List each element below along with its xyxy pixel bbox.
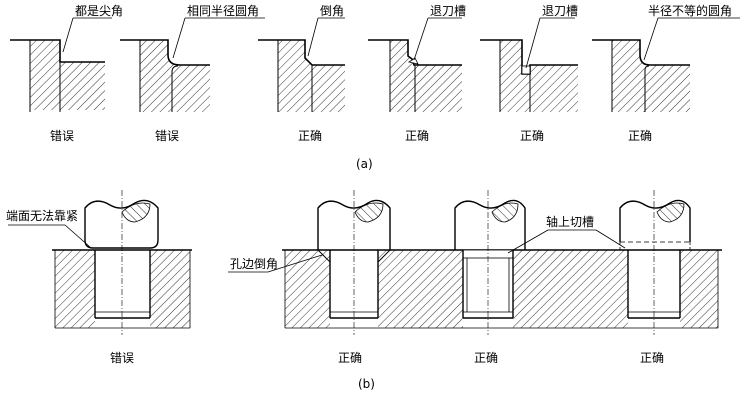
panel-a6: 半径不等的圆角 正确 xyxy=(592,3,740,143)
plate-b xyxy=(282,249,722,329)
panel-a1: 都是尖角 错误 xyxy=(10,4,123,143)
verdict-a1: 错误 xyxy=(50,129,74,143)
caption-b: (b) xyxy=(358,377,375,391)
verdict-b1: 错误 xyxy=(110,351,134,365)
callout-relief-groove-2: 退刀槽 xyxy=(542,4,578,18)
verdict-b3: 正确 xyxy=(474,351,498,365)
callout-hole-chamfer: 孔边倒角 xyxy=(230,257,278,271)
callout-same-radius: 相同半径圆角 xyxy=(187,4,259,18)
panel-a4: 退刀槽 正确 xyxy=(368,4,466,143)
part-b: 端面无法靠紧 错误 孔边倒角 正确 xyxy=(6,190,722,391)
callout-face-not-tight: 端面无法靠紧 xyxy=(6,209,78,223)
panel-a5: 退刀槽 正确 xyxy=(480,4,578,143)
assembly-b2: 孔边倒角 正确 xyxy=(228,190,391,365)
assembly-b1: 端面无法靠紧 错误 xyxy=(6,190,192,365)
assembly-b4: 正确 xyxy=(595,190,691,365)
panel-a3: 倒角 正确 xyxy=(258,4,345,143)
verdict-a6: 正确 xyxy=(628,129,652,143)
verdict-a2: 错误 xyxy=(155,129,179,143)
callout-unequal-radius: 半径不等的圆角 xyxy=(648,3,732,18)
callout-chamfer: 倒角 xyxy=(320,4,344,18)
part-a: 都是尖角 错误 相同半径圆角 错误 倒角 正确 xyxy=(10,3,740,171)
verdict-b2: 正确 xyxy=(338,351,362,365)
verdict-b4: 正确 xyxy=(640,351,664,365)
callout-relief-groove-1: 退刀槽 xyxy=(430,4,466,18)
callout-sharp-corners: 都是尖角 xyxy=(75,4,123,18)
panel-a2: 相同半径圆角 错误 xyxy=(120,4,265,143)
verdict-a4: 正确 xyxy=(405,129,429,143)
verdict-a3: 正确 xyxy=(298,129,322,143)
assembly-b3: 轴上切槽 正确 xyxy=(454,190,596,365)
callout-shaft-groove: 轴上切槽 xyxy=(546,214,594,229)
caption-a: (a) xyxy=(356,157,373,171)
verdict-a5: 正确 xyxy=(520,129,544,143)
